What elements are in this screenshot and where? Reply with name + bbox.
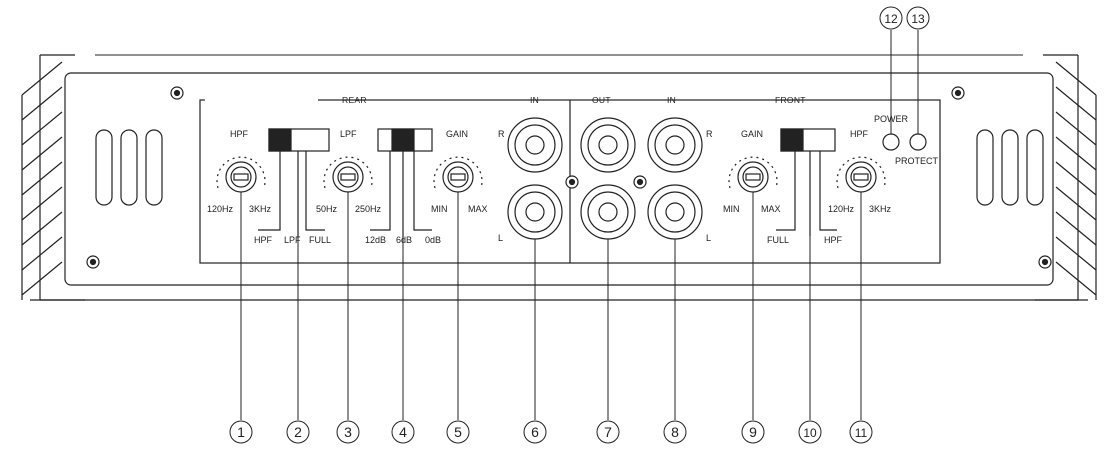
face-plate bbox=[64, 72, 1054, 286]
callout-7: 7 bbox=[604, 424, 612, 440]
callout-1: 1 bbox=[237, 424, 245, 440]
in-label-front: IN bbox=[667, 95, 676, 105]
callout-3: 3 bbox=[344, 424, 352, 440]
callout-12: 12 bbox=[884, 12, 898, 26]
front-xover-hpf: HPF bbox=[824, 235, 843, 245]
rear-hpf-max: 3KHz bbox=[249, 204, 272, 214]
rear-gain-max: MAX bbox=[468, 204, 488, 214]
front-label: FRONT bbox=[775, 95, 806, 105]
screws bbox=[86, 86, 1052, 269]
callout-5: 5 bbox=[454, 424, 462, 440]
callout-2: 2 bbox=[294, 424, 302, 440]
front-hpf-max: 3KHz bbox=[869, 204, 892, 214]
rear-xover-hpf: HPF bbox=[254, 235, 273, 245]
callout-11: 11 bbox=[855, 426, 868, 440]
rear-xover-lpf: LPF bbox=[284, 235, 301, 245]
front-hpf-knob[interactable] bbox=[836, 156, 886, 193]
rear-gain-min: MIN bbox=[431, 204, 448, 214]
front-gain-knob[interactable] bbox=[728, 156, 778, 193]
power-led bbox=[882, 133, 900, 151]
rca-jacks[interactable] bbox=[507, 117, 703, 240]
front-gain-max: MAX bbox=[761, 204, 781, 214]
front-gain-min: MIN bbox=[723, 204, 740, 214]
rear-lpf-knob[interactable] bbox=[323, 156, 373, 193]
vent-left bbox=[95, 129, 163, 206]
rear-bass-12db: 12dB bbox=[365, 235, 386, 245]
callout-leaders bbox=[240, 30, 919, 420]
front-hpf-title: HPF bbox=[850, 129, 869, 139]
rca-l-label: L bbox=[498, 233, 503, 243]
front-xover-full: FULL bbox=[767, 235, 789, 245]
callout-10: 10 bbox=[803, 426, 817, 440]
in-label-rear: IN bbox=[530, 95, 539, 105]
rear-hpf-title: HPF bbox=[230, 129, 249, 139]
rear-xover-full: FULL bbox=[309, 235, 331, 245]
callout-4: 4 bbox=[399, 424, 407, 440]
rear-hpf-min: 120Hz bbox=[207, 204, 234, 214]
rear-gain-title: GAIN bbox=[446, 129, 468, 139]
rear-lpf-min: 50Hz bbox=[316, 204, 338, 214]
protect-label: PROTECT bbox=[895, 156, 939, 166]
rca-l2-label: L bbox=[706, 233, 711, 243]
front-hpf-min: 120Hz bbox=[828, 204, 855, 214]
callout-8: 8 bbox=[671, 424, 679, 440]
callout-13: 13 bbox=[911, 12, 925, 26]
rear-bass-6db: 6dB bbox=[396, 235, 412, 245]
rear-lpf-title: LPF bbox=[340, 129, 357, 139]
out-label: OUT bbox=[592, 95, 611, 105]
rear-gain-knob[interactable] bbox=[433, 156, 483, 193]
vent-right bbox=[976, 129, 1044, 206]
rear-hpf-knob[interactable] bbox=[216, 156, 266, 193]
front-crossover-switch[interactable] bbox=[776, 128, 837, 236]
rear-bass-0db: 0dB bbox=[425, 235, 441, 245]
rear-lpf-max: 250Hz bbox=[355, 204, 382, 214]
rca-r-label: R bbox=[498, 129, 505, 139]
rear-label: REAR bbox=[342, 95, 367, 105]
front-gain-title: GAIN bbox=[741, 129, 763, 139]
heatsink-left bbox=[21, 54, 85, 301]
callout-6: 6 bbox=[531, 424, 539, 440]
rear-bass-boost-switch[interactable] bbox=[370, 128, 433, 238]
rear-crossover-switch[interactable] bbox=[258, 128, 330, 238]
callout-9: 9 bbox=[749, 424, 757, 440]
rca-r2-label: R bbox=[706, 129, 713, 139]
protect-led bbox=[909, 133, 927, 151]
